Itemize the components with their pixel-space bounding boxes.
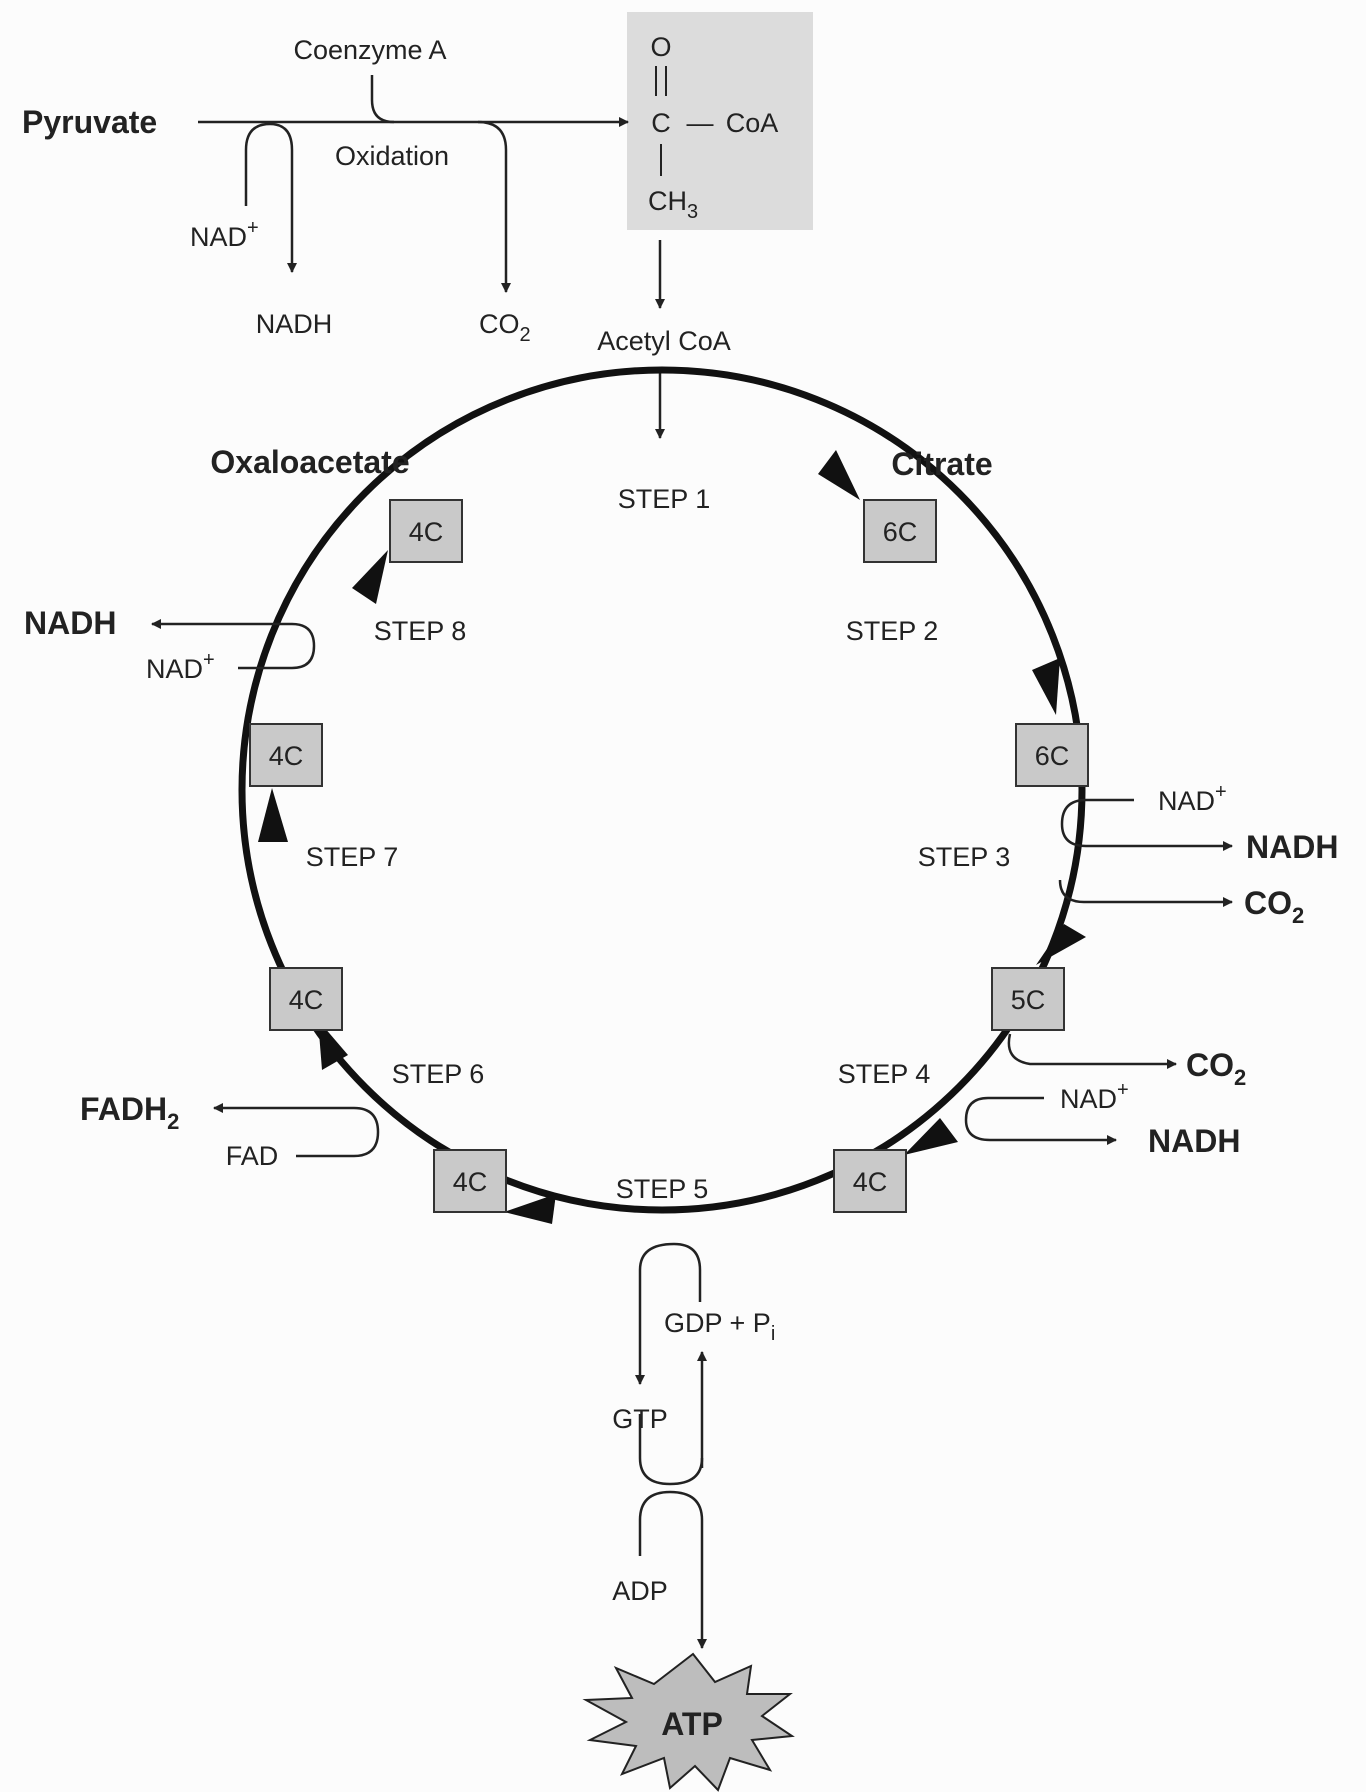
step-5-label: STEP 5 [616,1174,709,1204]
intermediate-box-oxaloacetate: 4C [389,499,463,563]
oxaloacetate-label: Oxaloacetate [210,444,409,480]
ring-arrow-2 [1032,658,1060,715]
step4-nadh-label: NADH [1148,1123,1240,1159]
ring-arrow-4 [904,1118,958,1155]
svg-text:4C: 4C [853,1167,888,1197]
step-1-label: STEP 1 [618,484,711,514]
step-8-label: STEP 8 [374,616,467,646]
gtp-label: GTP [612,1404,668,1434]
svg-text:6C: 6C [883,517,918,547]
ring-arrow-8 [352,550,388,604]
svg-text:6C: 6C [1035,741,1070,771]
step3-nad-label: NAD+ [1158,781,1227,816]
step-3-label: STEP 3 [918,842,1011,872]
ring-arrow-5 [504,1194,556,1224]
structure-coa: CoA [726,108,779,138]
structure-bond: — [687,108,714,138]
step6-fadh2-label: FADH2 [80,1091,179,1134]
step-6-label: STEP 6 [392,1059,485,1089]
svg-text:4C: 4C [269,741,304,771]
step4-reactions: CO2 NAD+ NADH [964,1033,1246,1159]
intermediate-box-isocitrate: 6C [1015,723,1089,787]
intermediate-box-malate: 4C [249,723,323,787]
citrate-label: Citrate [891,446,992,482]
nad-plus-label: NAD+ [190,217,259,252]
step5-reactions: GDP + Pi GTP ADP ATP [582,1242,795,1792]
pyruvate-oxidation: Pyruvate Coenzyme A Oxidation NAD+ NADH … [22,35,731,439]
structure-oxygen: O [650,32,671,62]
step8-nadh-label: NADH [24,605,116,641]
step6-fad-label: FAD [226,1141,279,1171]
gdp-pi-label: GDP + Pi [664,1308,775,1345]
structure-methyl: CH3 [648,186,698,223]
step3-nadh-label: NADH [1246,829,1338,865]
cycle-ring [238,366,1086,1224]
co2-label: CO2 [479,309,531,346]
svg-text:5C: 5C [1011,985,1046,1015]
ring-arrow-6 [318,1020,348,1070]
svg-text:4C: 4C [409,517,444,547]
pyruvate-label: Pyruvate [22,104,157,140]
coenzyme-a-label: Coenzyme A [293,35,446,65]
intermediate-box-succinyl: 4C [833,1149,907,1213]
adp-label: ADP [612,1576,668,1606]
oxidation-label: Oxidation [335,141,449,171]
atp-label: ATP [661,1706,723,1742]
intermediate-box-succinate: 4C [433,1149,507,1213]
step3-co2-label: CO2 [1244,885,1304,928]
step-2-label: STEP 2 [846,616,939,646]
nadh-label: NADH [256,309,333,339]
step4-nad-label: NAD+ [1060,1079,1129,1114]
intermediate-box-fumarate: 4C [269,967,343,1031]
step8-nad-label: NAD+ [146,649,215,684]
intermediate-box-5c: 5C [991,967,1065,1031]
ring-arrow-7 [258,788,288,842]
acetyl-coa-label: Acetyl CoA [597,326,731,356]
step-4-label: STEP 4 [838,1059,931,1089]
structure-carbon: C [651,108,671,138]
atp-starburst: ATP [582,1652,795,1792]
svg-text:4C: 4C [453,1167,488,1197]
step4-co2-label: CO2 [1186,1047,1246,1090]
svg-text:4C: 4C [289,985,324,1015]
step6-reactions: FADH2 FAD [80,1091,380,1171]
step3-reactions: NAD+ NADH CO2 [1058,781,1338,928]
acetyl-coa-structure: O C — CoA CH3 [627,12,813,230]
step-7-label: STEP 7 [306,842,399,872]
intermediate-box-citrate: 6C [863,499,937,563]
step8-reactions: NADH NAD+ [24,605,316,684]
ring-arrow-3 [1036,924,1086,965]
ring-arrow-1 [818,450,860,500]
